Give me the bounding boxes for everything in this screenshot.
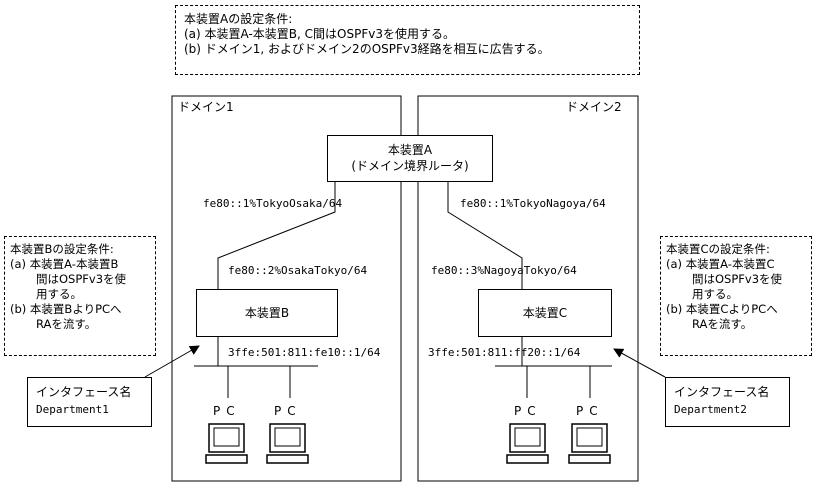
note-b-line: (b) 本装置BよりPCへ xyxy=(10,302,122,316)
note-a-line-b: (b) ドメイン1, およびドメイン2のOSPFv3経路を相互に広告する。 xyxy=(184,42,550,56)
link-a-c xyxy=(447,182,523,289)
pc-icon xyxy=(506,423,549,464)
router-c-conditions-note: 本装置Cの設定条件: (a) 本装置A-本装置C 間はOSPFv3を使 用する。… xyxy=(660,236,812,356)
note-c-line: 間はOSPFv3を使 xyxy=(692,272,783,286)
router-b-name: 本装置B xyxy=(244,306,290,320)
iface-c-name: Department2 xyxy=(674,403,747,416)
note-c-line: 用する。 xyxy=(692,287,738,301)
router-a-role: (ドメイン境界ルータ) xyxy=(351,159,469,173)
interface-department1: インタフェース名 Department1 xyxy=(27,377,152,427)
note-c-line: (a) 本装置A-本装置C xyxy=(666,257,775,271)
arrow-department2 xyxy=(613,348,666,378)
domain1-border xyxy=(171,95,402,482)
pc-label: PC xyxy=(274,404,302,418)
note-c-line: (b) 本装置CよりPCへ xyxy=(666,302,778,316)
pc-label: PC xyxy=(514,404,542,418)
note-c-title: 本装置Cの設定条件: xyxy=(666,242,770,256)
link-label-a-osaka: fe80::1%TokyoOsaka/64 xyxy=(203,197,343,210)
lan-label-c: 3ffe:501:811:ff20::1/64 xyxy=(428,346,581,359)
iface-c-label: インタフェース名 xyxy=(674,385,770,399)
router-a-name: 本装置A xyxy=(387,143,433,157)
router-a-conditions-note: 本装置Aの設定条件: (a) 本装置A-本装置B, C間はOSPFv3を使用する… xyxy=(175,5,640,75)
domain2-border xyxy=(417,95,639,482)
note-b-line: 間はOSPFv3を使 xyxy=(36,272,127,286)
link-label-c-upstream: fe80::3%NagoyaTokyo/64 xyxy=(431,264,577,277)
interface-department2: インタフェース名 Department2 xyxy=(665,377,790,427)
note-b-line: 用する。 xyxy=(36,287,82,301)
note-b-title: 本装置Bの設定条件: xyxy=(10,242,114,256)
iface-b-label: インタフェース名 xyxy=(36,385,132,399)
arrow-department1 xyxy=(144,345,200,378)
lan-label-b: 3ffe:501:811:fe10::1/64 xyxy=(228,346,381,359)
link-a-b xyxy=(217,182,336,289)
domain1-label: ドメイン1 xyxy=(178,100,234,114)
pc-label: PC xyxy=(576,404,604,418)
pc-icon xyxy=(205,423,248,464)
pc-icon xyxy=(568,423,611,464)
pc-label: PC xyxy=(213,404,241,418)
link-label-b-upstream: fe80::2%OsakaTokyo/64 xyxy=(228,264,368,277)
note-b-line: (a) 本装置A-本装置B xyxy=(10,257,119,271)
note-b-line: RAを流す。 xyxy=(36,317,97,331)
link-label-a-nagoya: fe80::1%TokyoNagoya/64 xyxy=(460,197,606,210)
router-c[interactable]: 本装置C xyxy=(478,289,612,337)
pc-icon xyxy=(266,423,309,464)
router-a[interactable]: 本装置A (ドメイン境界ルータ) xyxy=(327,135,493,182)
note-a-line-a: (a) 本装置A-本装置B, C間はOSPFv3を使用する。 xyxy=(184,27,455,41)
router-b[interactable]: 本装置B xyxy=(196,289,338,337)
router-b-conditions-note: 本装置Bの設定条件: (a) 本装置A-本装置B 間はOSPFv3を使 用する。… xyxy=(4,236,156,356)
note-a-title: 本装置Aの設定条件: xyxy=(184,12,293,26)
iface-b-name: Department1 xyxy=(36,403,109,416)
domain2-label: ドメイン2 xyxy=(566,100,622,114)
note-c-line: RAを流す。 xyxy=(692,317,753,331)
router-c-name: 本装置C xyxy=(522,306,568,320)
